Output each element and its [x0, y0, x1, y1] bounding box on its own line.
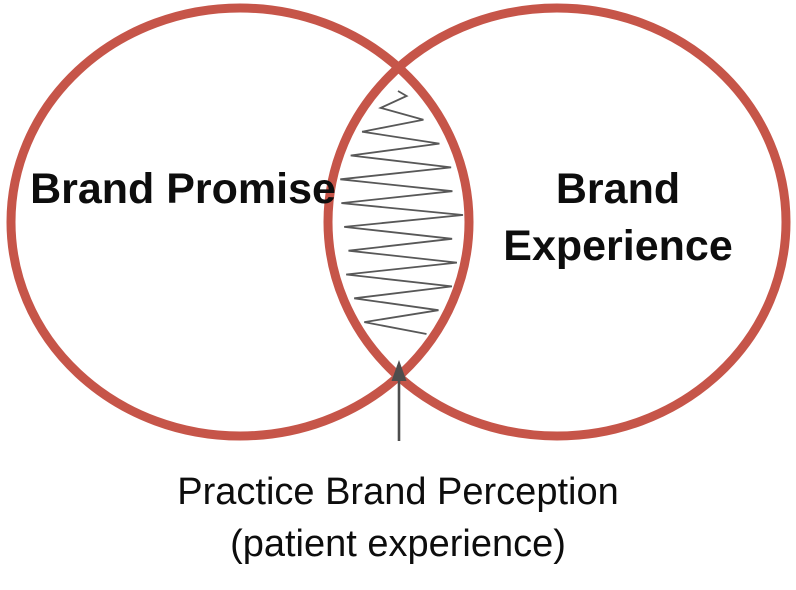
arrow-up-icon	[391, 360, 407, 441]
overlap-zigzag-scribble	[340, 90, 464, 335]
caption: Practice Brand Perception (patient exper…	[0, 466, 796, 570]
left-circle	[6, 3, 474, 441]
caption-line-1: Practice Brand Perception	[177, 471, 619, 513]
caption-line-2: (patient experience)	[230, 523, 566, 565]
left-circle-label: Brand Promise	[30, 165, 336, 213]
right-circle-label: Brand Experience	[503, 165, 733, 270]
right-circle	[323, 3, 791, 441]
arrow-head	[391, 360, 407, 381]
